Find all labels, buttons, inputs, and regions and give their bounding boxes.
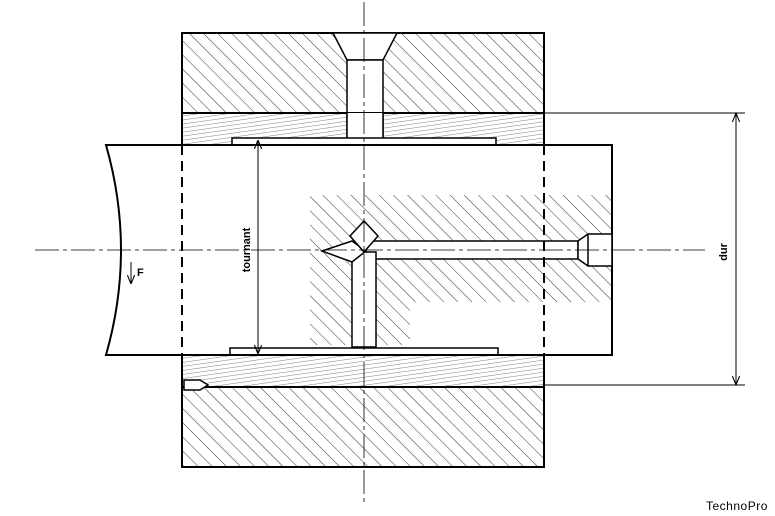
lower-housing	[181, 386, 545, 468]
label-force: F	[137, 267, 144, 279]
brand-label: TechnoPro	[706, 499, 768, 511]
label-dur: dur	[718, 242, 730, 260]
shaft-oil-channel-hatch	[310, 195, 612, 345]
label-tournant: tournant	[241, 227, 253, 272]
lower-bushing	[181, 354, 545, 388]
drill-tip-horizontal	[319, 240, 368, 263]
retaining-pin	[183, 379, 210, 391]
